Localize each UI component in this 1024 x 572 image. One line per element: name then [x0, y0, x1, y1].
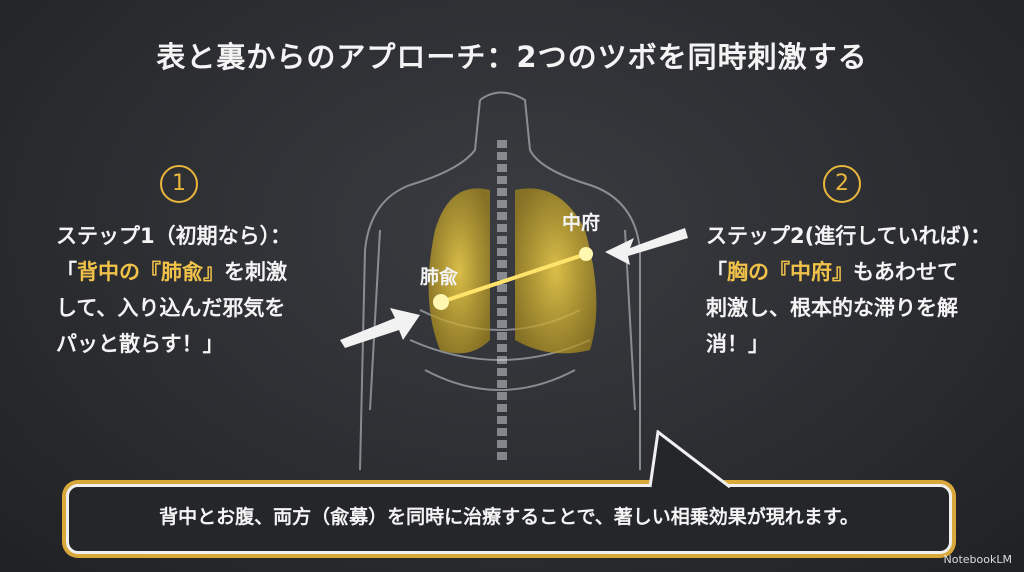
torso-lung-illustration [359, 91, 641, 471]
caption-speech-bubble [66, 484, 952, 554]
label-haiyu: 肺兪 [420, 266, 459, 288]
step2-line4: 消！」 [706, 332, 769, 356]
speech-bubble-tail [648, 430, 731, 489]
label-chufu: 中府 [562, 212, 601, 234]
step1-line2: 「背中の『肺兪』を刺激 [56, 254, 291, 290]
step1-line2-rest: を刺激 [224, 260, 287, 284]
step2-text: ステップ2(進行していれば)： 「胸の『中府』もあわせて 刺激し、根本的な滞りを… [706, 218, 991, 362]
arrow-left-icon [340, 308, 420, 348]
arrow-right-icon [605, 228, 688, 265]
step2-number-badge: 2 [823, 165, 861, 203]
step2-line3: 刺激し、根本的な滞りを解 [706, 296, 958, 320]
step1-text: ステップ1（初期なら）： 「背中の『肺兪』を刺激 して、入り込んだ邪気を パッと… [56, 218, 291, 362]
notebooklm-watermark: NotebookLM [943, 553, 1012, 566]
step2-line2: 「胸の『中府』もあわせて [706, 254, 991, 290]
point-haiyu [433, 294, 449, 310]
step1-highlight: 背中の『肺兪』 [77, 260, 224, 284]
step2-highlight: 胸の『中府』 [727, 260, 853, 284]
step1-number-badge: 1 [160, 165, 198, 203]
caption-text: 背中とお腹、両方（兪募）を同時に治療することで、著しい相乗効果が現れます。 [159, 506, 859, 528]
step1-line4: パッと散らす！」 [56, 332, 224, 356]
step1-line1: ステップ1（初期なら）： [56, 224, 292, 248]
left-lung [428, 188, 490, 354]
quote: 「 [56, 260, 77, 284]
right-lung [515, 188, 597, 354]
step2-line2-rest: もあわせて [853, 260, 958, 284]
slide-title: 表と裏からのアプローチ：2つのツボを同時刺激する [156, 40, 868, 74]
step2-line1: ステップ2(進行していれば)： [706, 224, 992, 248]
connection-line [440, 252, 587, 304]
step1-line3: して、入り込んだ邪気を [56, 296, 286, 320]
quote: 「 [706, 260, 727, 284]
point-chufu [579, 247, 593, 261]
